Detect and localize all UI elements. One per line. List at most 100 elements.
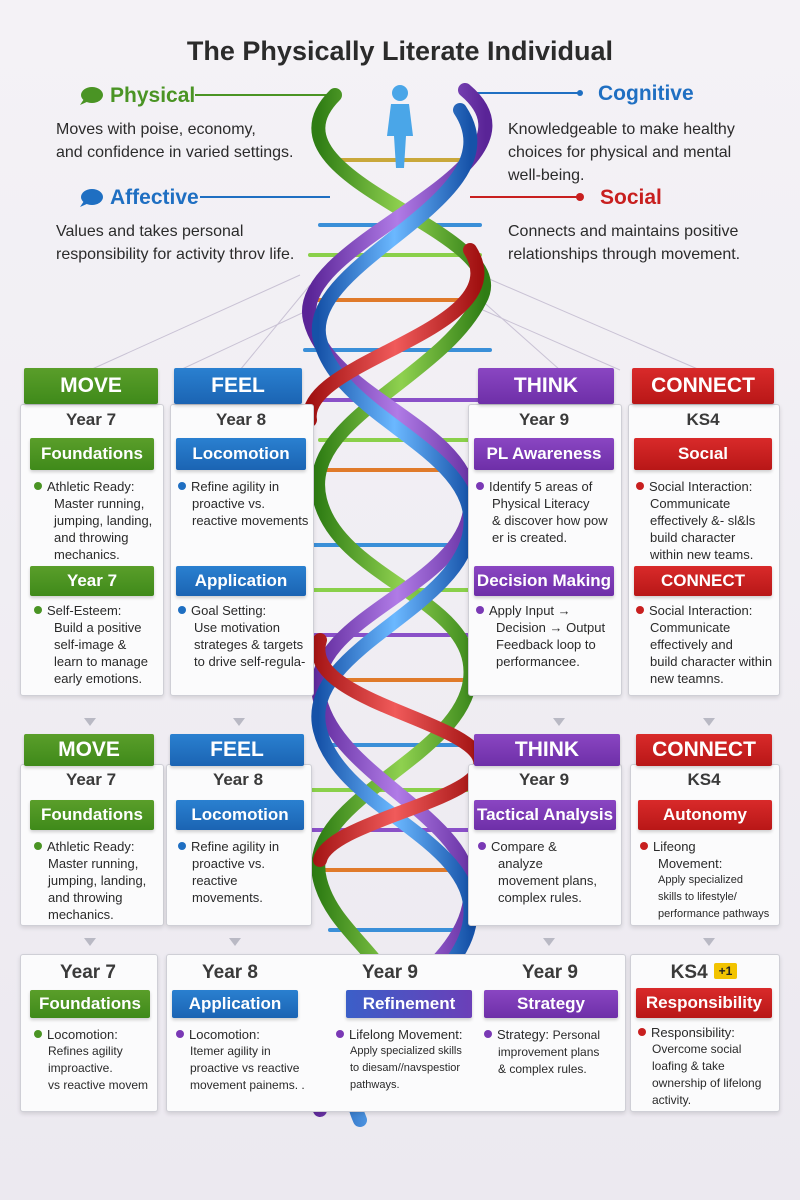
- subheading-connect: CONNECT: [634, 566, 772, 596]
- bullet-dot: [176, 1030, 184, 1038]
- bullet-line: movement painems. .: [190, 1078, 305, 1092]
- bullet-title: Self-Esteem:: [47, 603, 122, 618]
- bullet-title: Strategy:: [497, 1027, 550, 1042]
- subheading-application: Application: [176, 566, 306, 596]
- affective-desc-line-2: responsibility for activity throv life.: [56, 246, 295, 263]
- year-label: KS4: [670, 962, 708, 983]
- bullet-lines: Itemer agility in proactive vs reactive …: [176, 1043, 316, 1094]
- subheading-application-3: Application: [172, 990, 298, 1018]
- bullet-title: Compare &: [491, 839, 557, 854]
- think-header: THINK: [478, 368, 614, 404]
- physical-domain-heading: Physical: [78, 84, 195, 108]
- bullet-responsibility: Responsibility: Overcome social loafing …: [638, 1024, 776, 1109]
- subheading-locomotion: Locomotion: [176, 438, 306, 470]
- bullet-dot: [476, 606, 484, 614]
- bullet-line: Apply specialized skills: [350, 1045, 462, 1057]
- bullet-line: Communicate: [650, 496, 731, 511]
- subheading-autonomy: Autonomy: [638, 800, 772, 830]
- bullet-line: to drive self-regula-: [194, 654, 306, 669]
- connect-header-2: CONNECT: [636, 734, 772, 766]
- year-label: Year 9: [518, 410, 570, 429]
- bullet-line: within new teams.: [650, 547, 754, 562]
- years-8-9-combined-card: [166, 954, 626, 1112]
- connector-lines: [89, 274, 701, 371]
- bullet-title: Refine agility in: [191, 479, 280, 494]
- bullet-dot: [636, 482, 644, 490]
- subheading-locomotion-2: Locomotion: [176, 800, 304, 830]
- bullet-dot: [638, 1028, 646, 1036]
- subheading-pl-awareness: PL Awareness: [474, 438, 614, 470]
- bullet-dot: [34, 482, 42, 490]
- bullet-line: improvement plans: [498, 1045, 600, 1059]
- bullet-line: analyze: [498, 856, 543, 871]
- bullet-line: performance pathways: [658, 908, 770, 920]
- ks4-responsibility-card: [630, 954, 780, 1112]
- bullet-lines: Movement: Apply specialized skills to li…: [640, 855, 778, 923]
- bullet-lines: proactive vs. reactive movements.: [178, 855, 308, 906]
- bullet-line: early emotions.: [54, 671, 143, 686]
- bullet-locomotion: Locomotion: Refines agility improactive.…: [34, 1026, 154, 1094]
- bullet-lines: Decision → Output Feedback loop to perfo…: [476, 619, 618, 670]
- subheading-tactical-analysis: Tactical Analysis: [474, 800, 616, 830]
- bullet-line: pathways.: [350, 1079, 400, 1091]
- bullet-line: vs reactive movem: [48, 1078, 149, 1092]
- bullet-lifelong-movement: Lifeong Movement: Apply specialized skil…: [640, 838, 778, 923]
- bullet-dot: [640, 842, 648, 850]
- bullet-lines: Use motivation strateges & targets to dr…: [178, 619, 310, 670]
- bullet-line: Movement:: [658, 856, 723, 871]
- bullet-line: reactive movements.: [192, 873, 263, 905]
- bullet-dot: [636, 606, 644, 614]
- bullet-line: build character within: [650, 654, 773, 669]
- affective-domain-heading: Affective: [78, 186, 199, 210]
- bullet-line: Master running,: [48, 856, 139, 871]
- think-header-2: THINK: [474, 734, 620, 766]
- bullet-lines: analyze movement plans, complex rules.: [478, 855, 618, 906]
- bullet-dot: [484, 1030, 492, 1038]
- year-label: KS4: [687, 770, 721, 789]
- bullet-dot: [476, 482, 484, 490]
- cognitive-description: Knowledgeable to make healthy choices fo…: [508, 118, 735, 187]
- bullet-line: reactive movements: [192, 513, 309, 528]
- bullet-strategy: Strategy: Personal improvement plans & c…: [484, 1026, 624, 1078]
- bullet-line: Use motivation: [194, 620, 280, 635]
- bullet-line: build character: [650, 530, 736, 545]
- bullet-refine-agility: Refine agility in proactive vs. reactive…: [178, 478, 310, 529]
- ks4-heading: KS4+1: [630, 962, 778, 984]
- bullet-lines: Master running, jumping, landing, and th…: [34, 495, 160, 563]
- bullet-title: Refine agility in: [191, 839, 280, 854]
- year-label: Year 8: [212, 770, 264, 789]
- bullet-title: Social Interaction:: [649, 479, 753, 494]
- bullet-title: Apply Input →: [489, 603, 571, 618]
- page-title: The Physically Literate Individual: [186, 36, 614, 66]
- bullet-self-esteem: Self-Esteem: Build a positive self-image…: [34, 602, 160, 687]
- bullet-dot: [478, 842, 486, 850]
- bullet-title: Identify 5 areas of: [489, 479, 593, 494]
- bullet-title-rest: Personal: [552, 1028, 601, 1042]
- bullet-lines: Apply specialized skills to diesam//navs…: [336, 1043, 480, 1094]
- bullet-line: proactive vs.: [192, 496, 265, 511]
- year-label: Year 7: [65, 410, 117, 429]
- physical-desc-line-2: and confidence in varied settings.: [56, 144, 294, 161]
- bullet-line: Physical Literacy: [492, 496, 590, 511]
- bullet-line: Itemer agility in: [190, 1044, 271, 1058]
- bullet-line: to diesam//navspestior: [350, 1062, 461, 1074]
- bullet-dot: [178, 482, 186, 490]
- physical-label: Physical: [110, 84, 196, 107]
- year7-foundations-card: [20, 954, 158, 1112]
- connect-header: CONNECT: [632, 368, 774, 404]
- person-figure-icon: [387, 85, 413, 168]
- bullet-locomotion-2: Locomotion: Itemer agility in proactive …: [176, 1026, 316, 1094]
- cognitive-label: Cognitive: [598, 82, 694, 105]
- subheading-foundations: Foundations: [30, 438, 154, 470]
- subheading-refinement: Refinement: [346, 990, 472, 1018]
- year-label: Year 9: [522, 962, 578, 983]
- social-description: Connects and maintains positive relation…: [508, 220, 740, 266]
- bullet-dot: [34, 1030, 42, 1038]
- bullet-identify-areas: Identify 5 areas of Physical Literacy & …: [476, 478, 618, 546]
- social-desc-line-2: relationships through movement.: [508, 246, 741, 263]
- subheading-foundations-2: Foundations: [30, 800, 154, 830]
- year-label: Year 8: [215, 410, 267, 429]
- think-year9-card-2: [468, 764, 622, 926]
- affective-description: Values and takes personal responsibility…: [56, 220, 294, 266]
